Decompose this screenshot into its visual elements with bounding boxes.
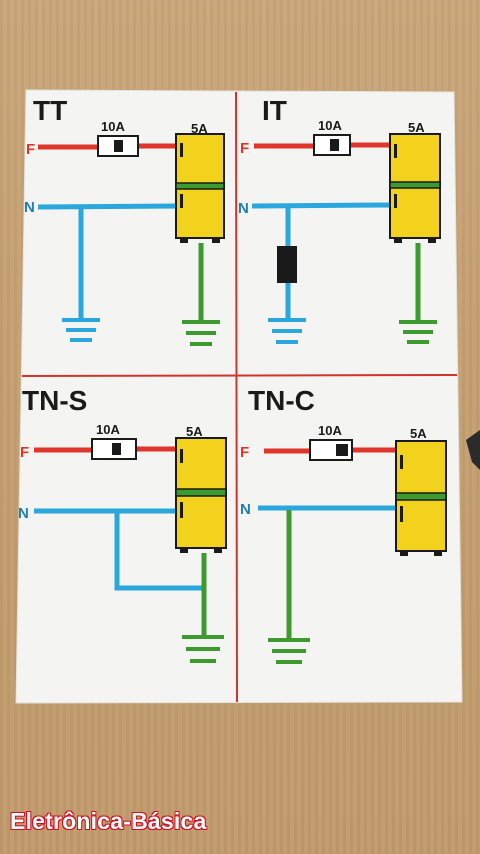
vertical-divider xyxy=(235,91,238,703)
neutral-to-ground-link xyxy=(114,511,204,591)
ground-symbol xyxy=(182,635,224,663)
ground-symbol xyxy=(268,318,306,344)
diagram-title: TN-S xyxy=(22,385,87,416)
load-rating: 5A xyxy=(186,424,203,439)
ground-symbol xyxy=(182,320,220,346)
fuse-rating: 10A xyxy=(96,422,120,437)
ground-symbol xyxy=(399,320,437,344)
diagram-it: IT F N 10A 5A xyxy=(238,95,441,344)
paper-sheet xyxy=(15,89,463,704)
neutral-label: N xyxy=(24,199,35,216)
pen-tip xyxy=(466,430,480,470)
appliance-refrigerator xyxy=(395,440,447,556)
phase-label: F xyxy=(26,141,35,158)
fuse-rating: 10A xyxy=(101,119,125,134)
phase-label: F xyxy=(20,444,29,461)
load-rating: 5A xyxy=(408,120,425,135)
horizontal-divider xyxy=(21,374,458,377)
diagram-tn-s: TN-S F N 10A 5A xyxy=(18,385,227,663)
phase-label: F xyxy=(240,140,249,157)
appliance-refrigerator xyxy=(175,133,225,243)
neutral-wire xyxy=(37,203,178,210)
fuse-rating: 10A xyxy=(318,118,342,133)
fuse-element xyxy=(336,444,348,456)
fuse-element xyxy=(114,140,123,152)
ground-symbol xyxy=(62,318,100,342)
load-rating: 5A xyxy=(410,426,427,441)
neutral-label: N xyxy=(18,505,29,522)
fuse-element xyxy=(330,139,339,151)
watermark-caption: Eletrônica-Básica xyxy=(10,808,207,834)
diagram-title: TN-C xyxy=(248,385,315,416)
diagram-title: IT xyxy=(262,95,287,126)
neutral-wire xyxy=(251,202,391,209)
appliance-refrigerator xyxy=(175,437,227,553)
neutral-label: N xyxy=(240,501,251,518)
ground-symbol xyxy=(268,638,310,664)
load-rating: 5A xyxy=(191,121,208,136)
fuse-element xyxy=(112,443,121,455)
diagram-title: TT xyxy=(33,95,67,126)
appliance-refrigerator xyxy=(389,133,441,243)
fuse-rating: 10A xyxy=(318,423,342,438)
impedance-resistor xyxy=(277,246,297,283)
phase-label: F xyxy=(240,444,249,461)
neutral-label: N xyxy=(238,200,249,217)
diagram-tn-c: TN-C F N 10A 5A xyxy=(240,385,447,664)
diagram-tt: TT F N 10A 5A xyxy=(24,95,225,346)
